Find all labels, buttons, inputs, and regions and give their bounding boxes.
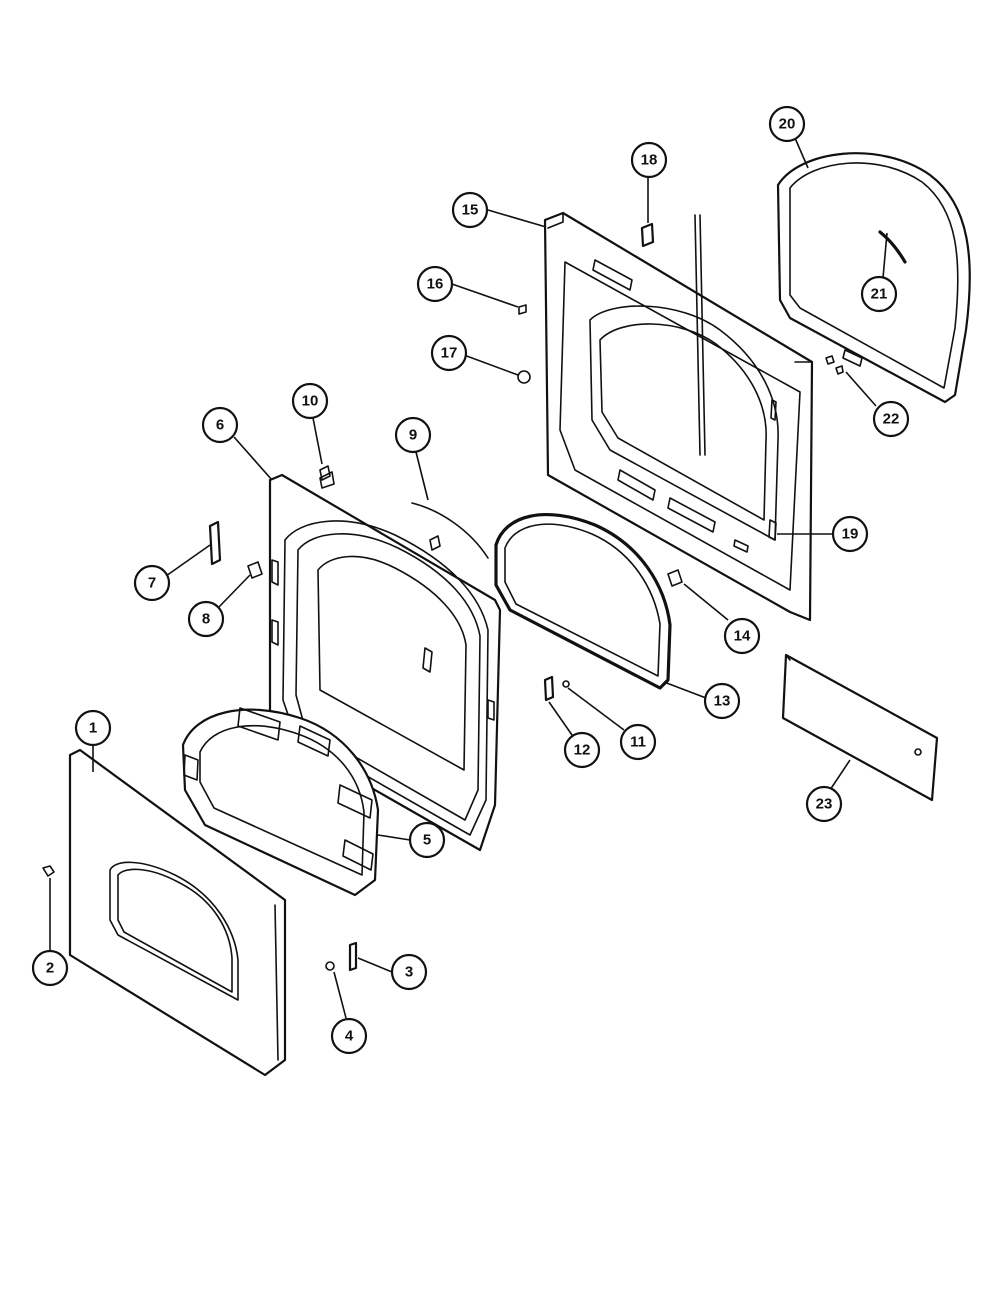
callout-14-label: 14 [734,628,751,645]
callout-21-label: 21 [871,286,888,303]
callout-8-label: 8 [202,611,210,628]
callout-20-label: 20 [779,116,796,133]
callout-3: 3 [390,953,428,991]
callout-19: 19 [831,515,869,553]
callout-15: 15 [451,191,489,229]
callout-6-label: 6 [216,417,224,434]
callout-8: 8 [187,600,225,638]
callout-2-label: 2 [46,960,54,977]
callout-6: 6 [201,406,239,444]
callout-10: 10 [291,382,329,420]
callout-13: 13 [703,682,741,720]
trim-strip-part [411,502,489,559]
callout-21: 21 [860,275,898,313]
callout-7-label: 7 [148,575,156,592]
callout-11: 11 [619,723,657,761]
callout-15-label: 15 [462,202,479,219]
callout-12-label: 12 [574,742,591,759]
callout-17-label: 17 [441,345,458,362]
callout-18: 18 [630,141,668,179]
leader-lines [49,137,888,1019]
callout-13-label: 13 [714,693,731,710]
callout-5: 5 [408,821,446,859]
callout-2: 2 [31,949,69,987]
callout-1-label: 1 [89,720,97,737]
callout-22-label: 22 [883,411,900,428]
callout-17: 17 [430,334,468,372]
access-panel-part [781,653,939,802]
callout-22: 22 [872,400,910,438]
callout-10-label: 10 [302,393,319,410]
callout-23-label: 23 [816,796,833,813]
callout-3-label: 3 [405,964,413,981]
callout-5-label: 5 [423,832,431,849]
callout-14: 14 [723,617,761,655]
callout-16-label: 16 [427,276,444,293]
drum-band-part [181,707,380,897]
callout-20: 20 [768,105,806,143]
callout-4-label: 4 [345,1028,354,1045]
callout-23: 23 [805,785,843,823]
callout-7: 7 [133,564,171,602]
front-panel-part [543,211,814,622]
callout-12: 12 [563,731,601,769]
callout-19-label: 19 [842,526,859,543]
callout-1: 1 [74,709,112,747]
callout-9: 9 [394,416,432,454]
small-hardware-parts [42,222,844,972]
callout-18-label: 18 [641,152,658,169]
callout-16: 16 [416,265,454,303]
callout-4: 4 [330,1017,368,1055]
callout-11-label: 11 [630,734,646,751]
outer-door-panel-part [68,748,287,1077]
door-seal-part [494,513,672,690]
callout-9-label: 9 [409,427,417,444]
